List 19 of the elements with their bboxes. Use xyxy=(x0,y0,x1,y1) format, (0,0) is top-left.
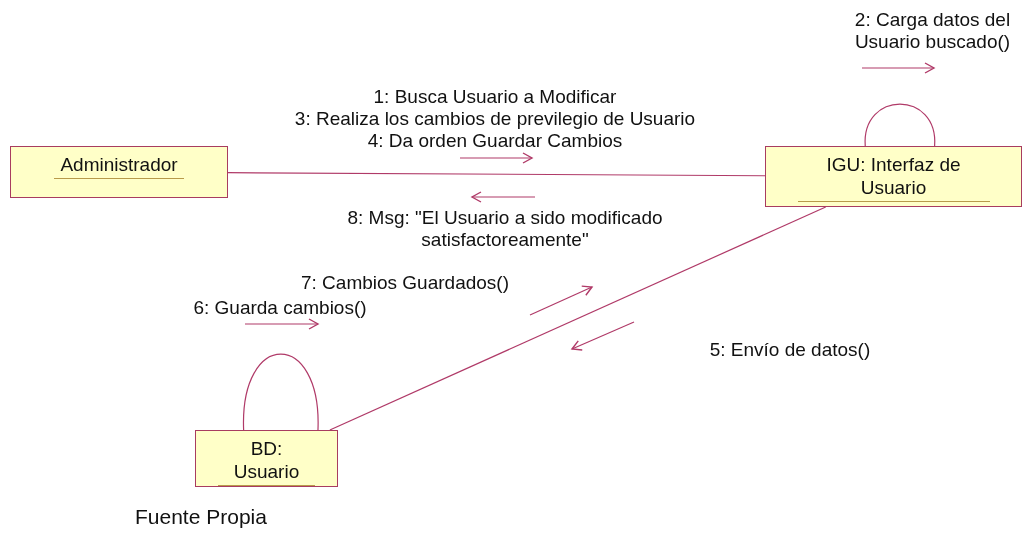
message-label: 4: Da orden Guardar Cambios xyxy=(366,130,624,152)
object-box xyxy=(195,430,338,487)
object-name: IGU: Interfaz de Usuario xyxy=(797,153,990,202)
message-label: 7: Cambios Guardados() xyxy=(299,272,510,294)
link-line xyxy=(243,353,319,431)
link-line xyxy=(329,206,827,431)
object-name: BD: Usuario xyxy=(218,437,315,486)
object-name: Administrador xyxy=(54,153,184,179)
message-label: 8: Msg: "El Usuario a sido modificado satisfactoreamente" xyxy=(346,207,664,251)
message-label: 2: Carga datos del Usuario buscado() xyxy=(853,9,1012,53)
message-label: 1: Busca Usuario a Modificar xyxy=(372,86,618,108)
object-box xyxy=(10,146,228,198)
message-label: 6: Guarda cambios() xyxy=(192,297,368,319)
caption: Fuente Propia xyxy=(135,505,267,529)
link-line xyxy=(227,172,766,177)
message-label: 5: Envío de datos() xyxy=(708,339,872,361)
link-line xyxy=(864,103,936,147)
object-box xyxy=(765,146,1022,207)
message-label: 3: Realiza los cambios de previlegio de Usuario xyxy=(293,108,697,130)
